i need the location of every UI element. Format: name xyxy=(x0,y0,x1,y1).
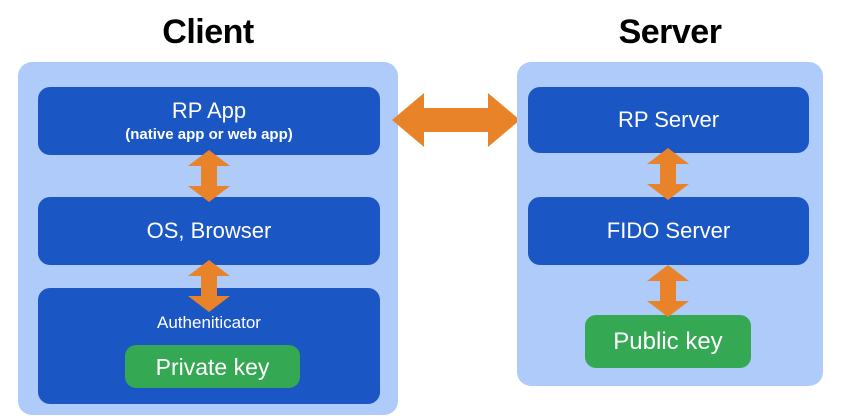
client-box-rp-app[interactable]: RP App (native app or web app) xyxy=(38,87,380,155)
arrow-rpapp-osbrowser xyxy=(188,150,230,202)
client-box-rp-app-sublabel: (native app or web app) xyxy=(125,126,293,143)
arrow-rpserver-fidoserver xyxy=(647,148,689,200)
public-key-box[interactable]: Public key xyxy=(585,315,751,368)
server-title: Server xyxy=(618,13,722,51)
arrow-fidoserver-publickey xyxy=(647,265,689,317)
server-box-fido-server[interactable]: FIDO Server xyxy=(528,197,809,265)
client-box-os-browser-label: OS, Browser xyxy=(146,218,272,243)
server-box-rp-server-label: RP Server xyxy=(617,107,720,132)
client-box-os-browser[interactable]: OS, Browser xyxy=(38,197,380,265)
arrow-client-server xyxy=(392,93,520,147)
server-box-rp-server[interactable]: RP Server xyxy=(528,87,809,153)
client-box-authenticator-label: Autheniticator xyxy=(157,313,261,332)
client-box-rp-app-label: RP App xyxy=(171,98,247,123)
private-key-label: Private key xyxy=(155,353,270,380)
arrow-osbrowser-authenticator xyxy=(188,260,230,312)
client-title: Client xyxy=(162,13,254,51)
public-key-label: Public key xyxy=(613,327,723,355)
server-box-fido-server-label: FIDO Server xyxy=(606,218,731,243)
private-key-box[interactable]: Private key xyxy=(125,345,300,388)
